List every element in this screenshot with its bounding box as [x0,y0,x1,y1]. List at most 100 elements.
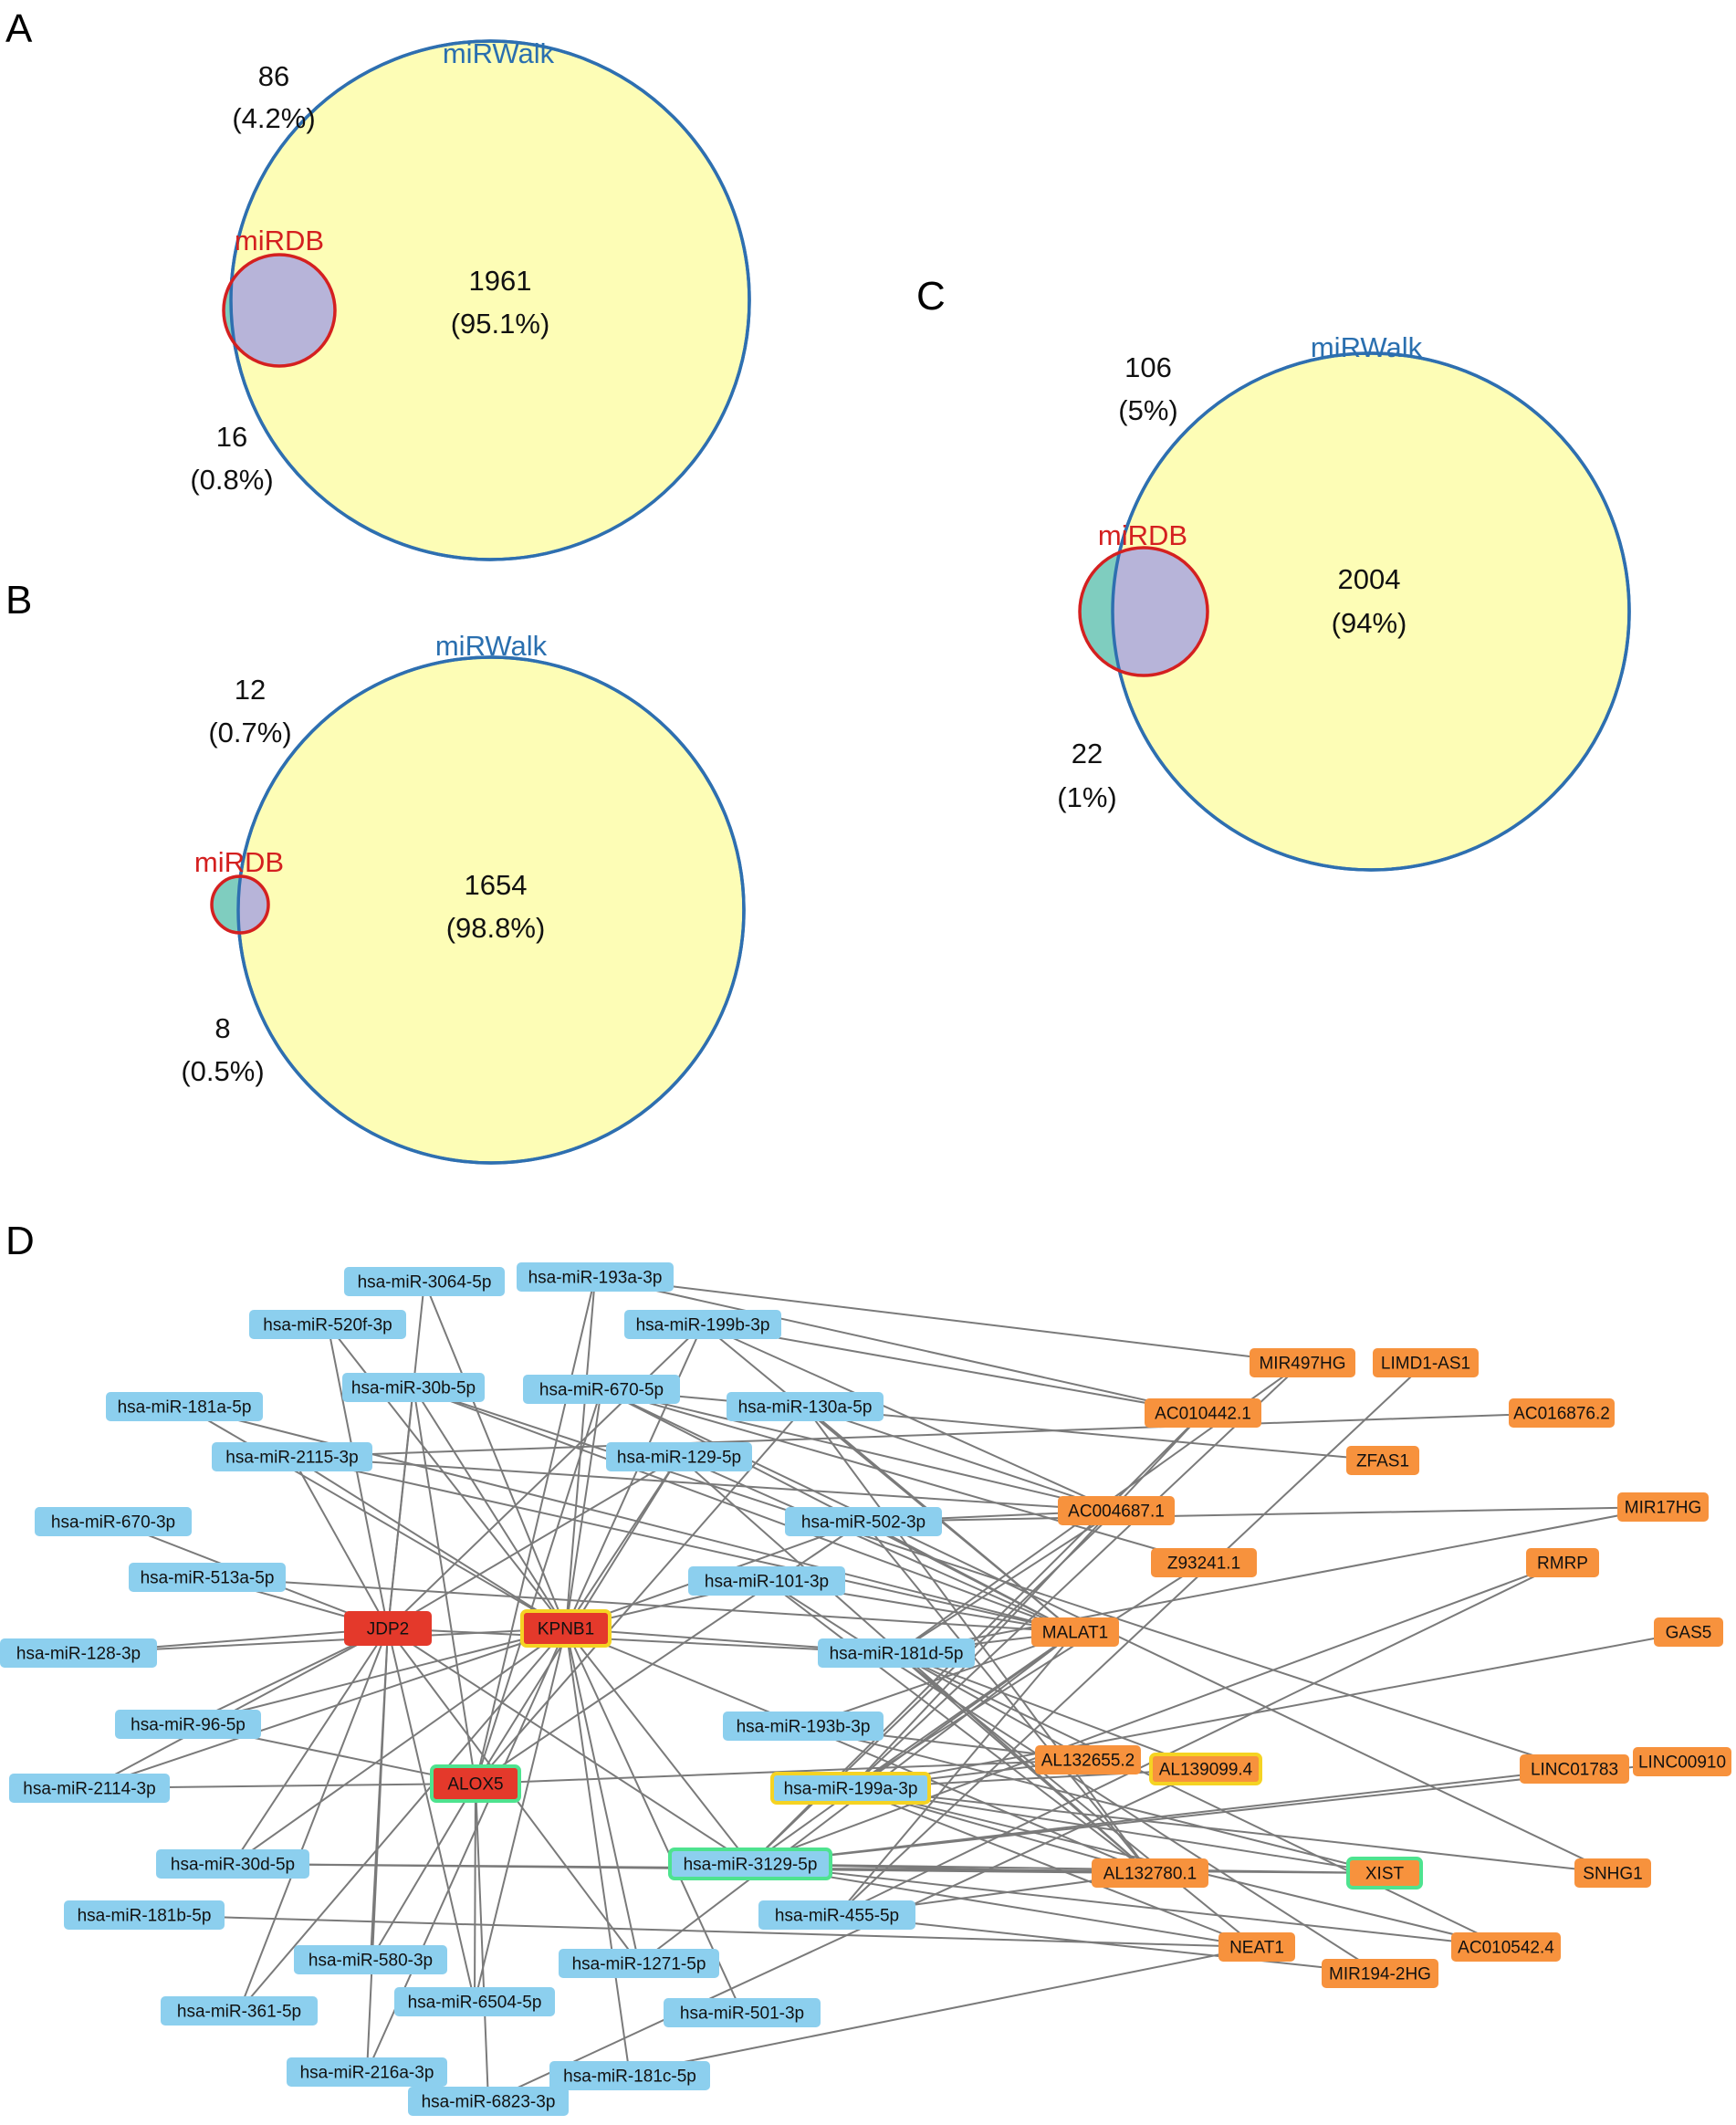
node-label: hsa-miR-199b-3p [636,1316,770,1335]
node-box [1509,1398,1615,1428]
network-edge [863,1521,1151,1874]
node-box [161,1996,318,2026]
node-box [1520,1754,1629,1784]
network-edge [850,1562,1205,1789]
node-box [523,1375,680,1404]
network-node-m670_3p: hsa-miR-670-3p [35,1507,192,1536]
network-node-m502: hsa-miR-502-3p [785,1507,942,1536]
panel-c-mirdb-label: miRDB [1098,519,1187,551]
node-box [156,1849,309,1879]
node-label: hsa-miR-193a-3p [528,1269,663,1288]
panel-b-mirwalk-only-pct: (0.7%) [208,717,291,748]
node-box [1346,1857,1423,1889]
network-edge [475,1783,489,2102]
panel-c-mirwalk-label: miRWalk [1311,331,1423,363]
network-edge [850,1787,1614,1874]
node-label: SNHG1 [1583,1865,1642,1884]
panel-a-mirdb-only-count: 16 [216,421,247,453]
network-edge [749,1562,1563,1865]
node-label: AL139099.4 [1159,1761,1253,1780]
node-box [344,1611,432,1646]
network-edge [749,1863,1507,1948]
node-label: LINC00910 [1638,1753,1726,1773]
panel-c-mirwalk-only-pct: (5%) [1118,394,1177,426]
node-label: hsa-miR-181a-5p [118,1398,252,1418]
network-node-m513a: hsa-miR-513a-5p [129,1563,286,1592]
node-box [249,1310,406,1339]
network-node-m3064: hsa-miR-3064-5p [344,1267,505,1296]
network-node-m193a: hsa-miR-193a-3p [517,1262,674,1292]
panel-a-mirwalk-only-pct: (4.2%) [232,102,315,134]
panel-b-mirdb-label: miRDB [194,846,284,878]
node-box [1526,1548,1599,1577]
network-edge [206,1576,1076,1633]
network-edge [387,1628,476,2003]
network-node-m2114: hsa-miR-2114-3p [9,1774,170,1803]
network-node-linc01783: LINC01783 [1520,1754,1629,1784]
panel-a: A miRWalk miRDB 86 (4.2%) 1961 (95.1%) 1… [5,6,751,561]
node-label: hsa-miR-520f-3p [263,1316,392,1335]
network-edge [565,1628,640,1964]
panel-c-letter: C [916,274,946,319]
network-edge [475,1276,596,1785]
network-edge [475,1388,602,1785]
node-label: AL132655.2 [1041,1752,1135,1771]
network-node-mir17hg: MIR17HG [1617,1492,1709,1522]
node-label: hsa-miR-181b-5p [78,1907,212,1926]
node-box [430,1764,521,1803]
network-node-m181d: hsa-miR-181d-5p [818,1638,975,1668]
network-node-ac010442: AC010442.1 [1145,1398,1261,1428]
network-node-neat1: NEAT1 [1218,1932,1295,1962]
node-label: hsa-miR-3064-5p [358,1273,492,1293]
network-edge [836,1914,1381,1974]
panel-a-mirdb-circle [222,253,337,368]
network-edge [413,1387,1076,1633]
node-label: MIR194-2HG [1329,1965,1431,1984]
panel-b-letter: B [5,578,32,623]
network-node-gas5: GAS5 [1654,1617,1723,1647]
panel-c-mirdb-only-count: 22 [1072,738,1103,769]
network-edge [895,1652,1507,1948]
node-label: hsa-miR-455-5p [775,1907,899,1926]
network-edge [387,1628,751,1865]
panel-d-letter: D [5,1219,35,1263]
node-label: hsa-miR-129-5p [617,1449,741,1468]
node-box [1346,1446,1419,1475]
network-edge [143,1914,1258,1948]
network-node-m3129: hsa-miR-3129-5p [668,1848,832,1880]
panel-c-mirdb-only-pct: (1%) [1057,781,1116,813]
node-box [1149,1753,1262,1785]
network-node-m580: hsa-miR-580-3p [294,1945,447,1974]
node-box [1617,1492,1709,1522]
node-box [394,1987,555,2016]
network-edge [594,1276,1204,1414]
network-edge [232,1628,389,1865]
panel-c-overlap-count: 2004 [1338,563,1401,595]
network-edge [895,1652,1089,1761]
node-box [520,1609,612,1648]
node-label: hsa-miR-502-3p [801,1513,926,1533]
node-label: JDP2 [367,1620,409,1639]
network-edge [291,1412,1563,1458]
node-label: Z93241.1 [1167,1554,1240,1574]
network-node-kpnb1: KPNB1 [520,1609,612,1648]
node-box [0,1638,157,1668]
network-node-m96: hsa-miR-96-5p [115,1710,261,1739]
node-label: hsa-miR-96-5p [131,1716,246,1735]
node-box [758,1900,915,1930]
network-node-m101: hsa-miR-101-3p [688,1566,845,1596]
network-node-mir1942hg: MIR194-2HG [1322,1959,1438,1988]
panel-c-overlap-pct: (94%) [1332,607,1407,639]
network-node-m30b: hsa-miR-30b-5p [342,1373,485,1402]
node-label: hsa-miR-181d-5p [830,1645,964,1664]
node-label: hsa-miR-30d-5p [171,1856,295,1875]
node-label: hsa-miR-193b-3p [737,1718,871,1737]
network-node-m6823: hsa-miR-6823-3p [408,2087,569,2116]
network-node-al132780: AL132780.1 [1092,1858,1208,1888]
node-box [606,1442,752,1471]
network-node-zfas1: ZFAS1 [1346,1446,1419,1475]
panel-b-mirdb-circle [210,874,270,935]
node-label: hsa-miR-513a-5p [141,1569,275,1588]
node-box [1654,1617,1723,1647]
network-edge [238,1628,567,2012]
